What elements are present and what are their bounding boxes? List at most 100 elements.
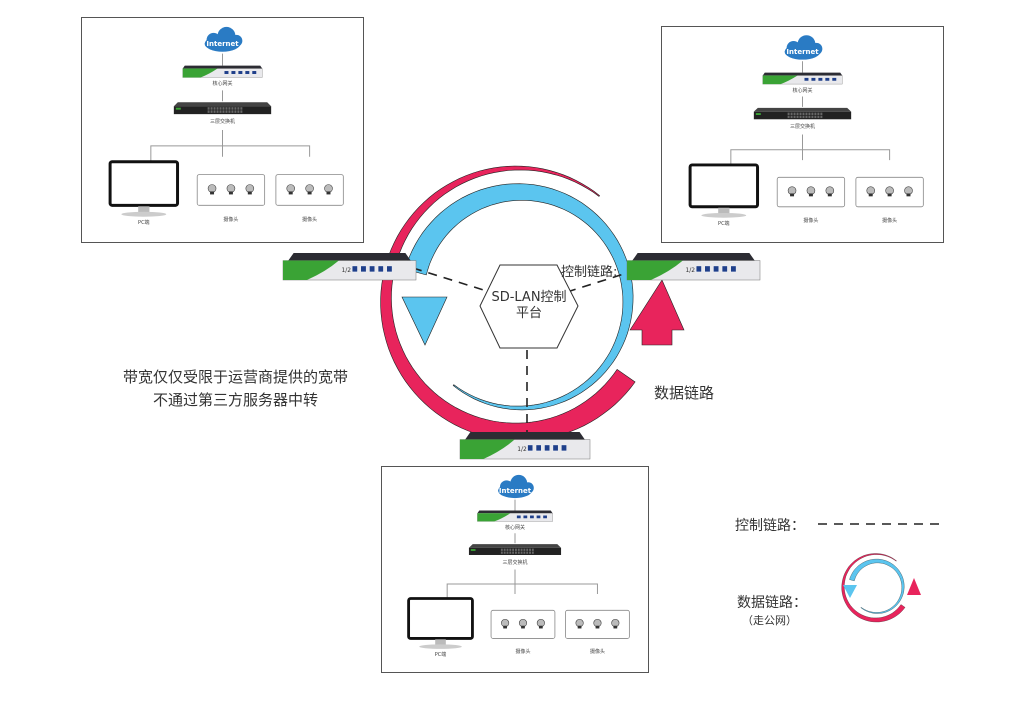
device-label: PC端 <box>138 220 150 227</box>
legend-data-link-note: （走公网） <box>742 614 797 627</box>
camera-icon <box>518 618 528 629</box>
router-port <box>544 444 550 452</box>
edge-router-right: 1/2 <box>626 253 761 281</box>
site-lines <box>688 35 924 218</box>
switch-label: 三层交换机 <box>789 124 816 131</box>
internet-label: Internet <box>498 486 532 495</box>
camera-icon <box>904 186 913 197</box>
device-label: 摄像头 <box>515 649 531 656</box>
router-port <box>527 444 533 452</box>
device-label: 摄像头 <box>223 217 239 224</box>
router-port <box>360 265 367 273</box>
camera-icon <box>611 618 620 629</box>
device-label: 摄像头 <box>803 218 819 225</box>
l3-switch-icon <box>468 544 562 555</box>
device-label: PC端 <box>434 652 447 659</box>
camera-icon <box>787 186 797 197</box>
camera-group-box <box>490 609 556 639</box>
camera-group-box <box>565 609 630 639</box>
site-lines <box>108 26 344 217</box>
camera-icon <box>501 618 510 629</box>
camera-icon <box>806 186 816 197</box>
site-lines <box>407 474 630 649</box>
camera-icon <box>575 618 584 629</box>
legend-data-link-label: 数据链路： <box>737 595 807 611</box>
edge-router-left: 1/2 <box>282 253 417 281</box>
control-link-inline-label: 控制链路: <box>561 265 618 280</box>
switch-label: 三层交换机 <box>209 119 236 126</box>
router-port <box>552 444 559 452</box>
device-label: 摄像头 <box>302 217 318 224</box>
sd-lan-platform-hexagon <box>479 264 579 349</box>
legend-blue-ring <box>849 558 905 614</box>
router-port-label: 1/2 <box>686 267 696 274</box>
camera-group-box <box>855 176 924 208</box>
site-panel-top-right: Internet 核心网关三层交换机 PC端 摄像头 摄像头 <box>661 26 944 243</box>
camera-icon <box>866 186 875 197</box>
switch-label: 三层交换机 <box>502 559 528 566</box>
control-line-right <box>566 271 631 293</box>
router-port <box>730 265 737 273</box>
camera-icon <box>286 184 295 195</box>
platform-label: SD-LAN控制 平台 <box>480 290 578 322</box>
router-port <box>377 265 384 273</box>
bandwidth-note-line2: 不通过第三方服务器中转 <box>153 391 319 409</box>
core-gateway-icon <box>182 65 263 78</box>
bandwidth-note-line1: 带宽仅仅受限于运营商提供的宽带 <box>123 368 349 386</box>
router-port <box>369 265 375 273</box>
platform-label-line1: SD-LAN控制 <box>491 290 567 305</box>
core-gateway-icon <box>477 510 553 522</box>
edge-router-bottom: 1/2 <box>459 432 591 460</box>
l3-switch-icon <box>173 102 272 115</box>
router-port <box>351 265 358 273</box>
legend-red-ring <box>841 553 906 623</box>
pc-monitor-icon <box>407 597 474 649</box>
internet-cloud-icon <box>498 474 534 499</box>
legend-control-link-label: 控制链路： <box>735 518 805 534</box>
camera-icon <box>324 184 333 195</box>
control-line-left <box>412 267 491 293</box>
internet-cloud-icon <box>784 35 823 60</box>
camera-icon <box>305 184 314 195</box>
control-link-arrowhead <box>401 296 448 346</box>
pc-monitor-icon <box>688 163 760 218</box>
l3-switch-icon <box>753 107 852 120</box>
camera-icon <box>593 618 602 629</box>
router-port <box>704 265 711 273</box>
gateway-label: 核心网关 <box>792 87 813 94</box>
camera-icon <box>825 186 835 197</box>
router-port <box>535 444 542 452</box>
data-link-arrowhead <box>629 279 685 346</box>
internet-label: Internet <box>206 39 239 48</box>
camera-group-box <box>776 176 846 208</box>
legend-red-arrowhead <box>907 578 921 595</box>
data-link-ring <box>380 165 636 442</box>
router-icon: 1/2 <box>626 253 761 281</box>
router-port-label: 1/2 <box>517 446 527 453</box>
internet-cloud-icon <box>204 26 243 52</box>
router-icon: 1/2 <box>459 432 591 460</box>
legend-data-link-icon <box>841 553 921 623</box>
camera-group-box <box>196 174 266 206</box>
internet-label: Internet <box>786 47 819 56</box>
router-port-label: 1/2 <box>342 267 352 274</box>
gateway-label: 核心网关 <box>504 525 526 532</box>
router-icon: 1/2 <box>282 253 417 281</box>
router-port <box>561 444 567 452</box>
core-gateway-icon <box>762 72 843 85</box>
platform-label-line2: 平台 <box>515 306 542 321</box>
legend-blue-arrowhead <box>843 585 857 598</box>
device-label: PC端 <box>718 221 730 228</box>
camera-icon <box>207 184 217 195</box>
camera-icon <box>226 184 236 195</box>
data-link-inline-label: 数据链路 <box>654 384 715 402</box>
router-port <box>695 265 702 273</box>
device-label: 摄像头 <box>882 218 898 225</box>
camera-icon <box>885 186 894 197</box>
camera-icon <box>245 184 255 195</box>
router-port <box>721 265 728 273</box>
camera-icon <box>536 618 545 629</box>
